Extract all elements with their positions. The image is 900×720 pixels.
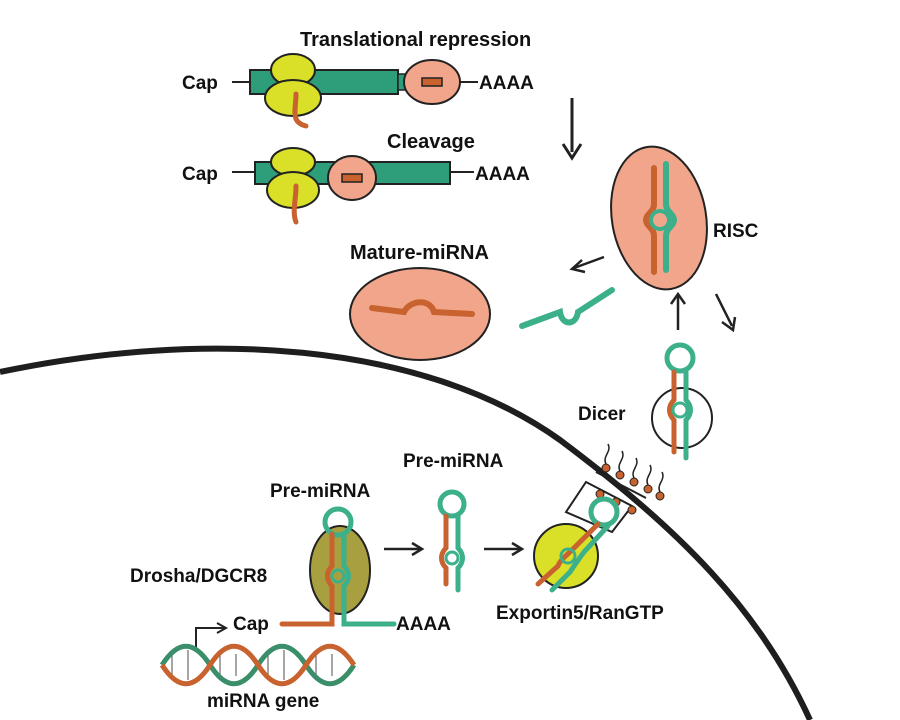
arrow-risc-to-targets: [561, 98, 583, 161]
arrow-dicer-to-risc: [669, 291, 687, 330]
pre-mirna-label-middle: Pre-miRNA: [403, 451, 504, 472]
drosha-complex: [279, 506, 397, 627]
risc-label: RISC: [713, 221, 759, 242]
poly-a-label-cleavage: AAAA: [475, 164, 530, 185]
translational-repression-label: Translational repression: [300, 29, 531, 51]
dna-helix: [159, 643, 357, 687]
exportin-complex: [533, 496, 620, 593]
arrow-risc-to-mature: [569, 255, 605, 274]
risc-complex: [610, 145, 708, 291]
mature-mirna-label: Mature-miRNA: [350, 242, 489, 264]
mirna-gene-label: miRNA gene: [207, 691, 319, 712]
cleavage-label: Cleavage: [387, 131, 475, 153]
poly-a-label-pri-mirna: AAAA: [396, 614, 451, 635]
nuclear-membrane: [0, 345, 813, 720]
transcription-arrow: [195, 622, 229, 648]
dicer-label: Dicer: [578, 404, 626, 425]
mature-mirna: [349, 267, 491, 361]
passenger-strand: [519, 287, 615, 329]
poly-a-label-top: AAAA: [479, 73, 534, 94]
arrow-risc-to-cleavage-loop: [714, 293, 737, 333]
arrow-drosha-to-pre-mirna: [384, 541, 425, 557]
cap-label-top: Cap: [182, 73, 218, 94]
arrow-pre-mirna-to-exportin: [484, 541, 525, 557]
cap-label-pri-mirna: Cap: [233, 614, 269, 635]
cleavage-mrna: [232, 147, 474, 225]
dicer-complex: [651, 342, 713, 461]
translational-repression-mrna: [232, 53, 478, 129]
pre-mirna-middle: [437, 489, 467, 593]
exportin-label: Exportin5/RanGTP: [496, 603, 664, 624]
pre-mirna-label-drosha: Pre-miRNA: [270, 481, 371, 502]
cap-label-cleavage: Cap: [182, 164, 218, 185]
drosha-label: Drosha/DGCR8: [130, 566, 267, 587]
